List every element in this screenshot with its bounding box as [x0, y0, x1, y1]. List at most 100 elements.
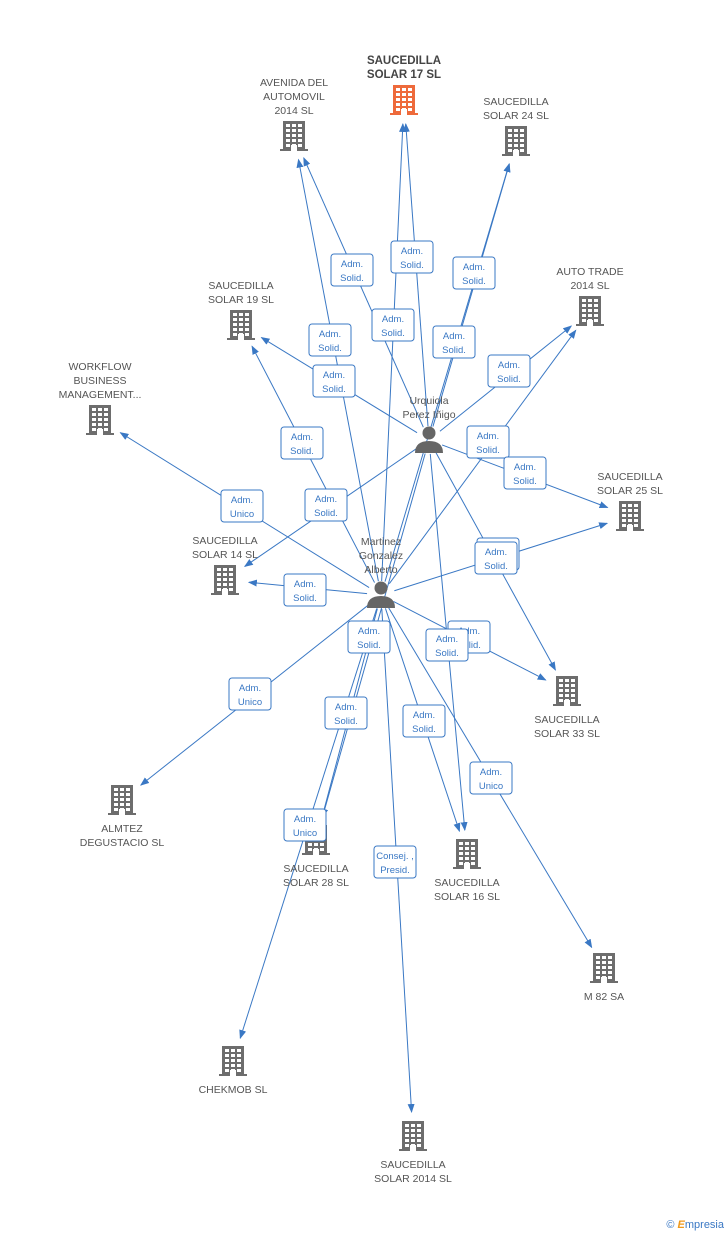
role-badge-text: Solid.: [462, 276, 486, 287]
role-badge-text: Adm.: [315, 494, 337, 505]
building-icon: [280, 121, 308, 151]
role-badge-text: Solid.: [442, 345, 466, 356]
building-icon: [502, 126, 530, 156]
node-label-line: AUTOMOVIL: [263, 91, 325, 103]
role-badge-text: Adm.: [358, 626, 380, 637]
copyright-icon: ©: [666, 1219, 675, 1231]
node-label-line: 2014 SL: [570, 280, 609, 292]
role-badge-urquiola-s16[interactable]: Adm.Solid.: [347, 620, 391, 654]
role-badge-martinez-workflow[interactable]: Adm.Unico: [220, 489, 264, 523]
role-badge-urquiola-avenida[interactable]: Adm.Solid.: [330, 253, 374, 287]
node-label-line: SOLAR 17 SL: [367, 69, 441, 81]
role-badge-martinez-chekmob[interactable]: Adm.Unico: [283, 808, 327, 842]
building-icon: [390, 85, 418, 115]
node-label-line: SAUCEDILLA: [534, 714, 599, 726]
role-badge-text: Adm.: [231, 495, 253, 506]
role-badge-text: Presid.: [380, 865, 410, 876]
building-icon: [108, 785, 136, 815]
role-badge-urquiola-autotrade[interactable]: Adm.Solid.: [487, 354, 531, 388]
role-badge-martinez-s19[interactable]: Adm. Solid.: [280, 426, 324, 460]
company-node-s24[interactable]: SAUCEDILLA SOLAR 24 SL: [483, 96, 549, 156]
role-badge-martinez-autotrade[interactable]: Adm.Solid.: [503, 456, 547, 490]
role-badge-text: Adm.: [463, 262, 485, 273]
role-badge-text: Solid.: [290, 446, 314, 457]
building-icon: [399, 1121, 427, 1151]
role-badge-martinez-s16[interactable]: Adm. Solid.: [474, 541, 518, 575]
node-label-line: SOLAR 14 SL: [192, 549, 258, 561]
role-badge-text: Solid.: [476, 445, 500, 456]
node-label-line: SAUCEDILLA: [208, 280, 273, 292]
role-badge-urquiola-s28[interactable]: Adm.Solid.: [324, 696, 368, 730]
role-badge-text: Adm.: [341, 259, 363, 270]
company-node-workflow[interactable]: WORKFLOWBUSINESSMANAGEMENT...: [59, 361, 142, 435]
building-icon: [219, 1046, 247, 1076]
role-badge-text: Adm.: [319, 329, 341, 340]
role-badge-urquiola-s25[interactable]: Adm. Solid.: [466, 425, 510, 459]
role-badge-text: Adm.: [413, 710, 435, 721]
role-badge-text: Solid.: [318, 343, 342, 354]
role-badge-urquiola-s17[interactable]: Adm.Solid.: [390, 240, 434, 274]
role-badge-martinez-s17[interactable]: Adm.Solid.: [371, 308, 415, 342]
company-node-avenida[interactable]: AVENIDA DEL AUTOMOVIL 2014 SL: [260, 77, 328, 151]
node-label-line: SAUCEDILLA: [434, 877, 499, 889]
role-badge-martinez-avenida[interactable]: Adm.Solid.: [312, 364, 356, 398]
role-badge-text: Adm.: [480, 767, 502, 778]
edge-urquiola-to-avenida: [303, 157, 424, 428]
role-badge-text: Solid.: [412, 724, 436, 735]
role-badge-text: Adm.: [335, 702, 357, 713]
person-icon: [367, 581, 395, 608]
role-badge-text: Solid.: [484, 561, 508, 572]
role-badge-text: Adm.: [514, 462, 536, 473]
role-badge-text: Solid.: [400, 260, 424, 271]
role-badge-text: Solid.: [497, 374, 521, 385]
node-label-line: SOLAR 19 SL: [208, 294, 274, 306]
node-label-line: 2014 SL: [274, 105, 313, 117]
role-badge-martinez-s33[interactable]: Adm.Solid.: [425, 628, 469, 662]
role-badge-text: Adm.: [294, 814, 316, 825]
building-icon: [453, 839, 481, 869]
node-label-line: Perez Iñigo: [402, 409, 455, 421]
node-label-line: WORKFLOW: [69, 361, 132, 373]
role-badge-text: Adm.: [458, 626, 480, 637]
role-badge-urquiola-s19[interactable]: Adm. Solid.: [308, 323, 352, 357]
role-badge-text: Solid.: [381, 328, 405, 339]
building-icon: [576, 296, 604, 326]
role-badge-martinez-s24[interactable]: Adm.Solid.: [432, 325, 476, 359]
role-badge-text: Adm.: [485, 547, 507, 558]
node-label-line: SAUCEDILLA: [483, 96, 548, 108]
brand-logo-text: mpresia: [684, 1219, 724, 1231]
role-badge-text: Adm.: [477, 431, 499, 442]
node-label-line: ALMTEZ: [101, 823, 143, 835]
role-badge-martinez-s28[interactable]: Adm. Solid.: [402, 704, 446, 738]
role-badge-text: Unico: [238, 697, 262, 708]
role-badge-urquiola-s14[interactable]: Adm.Solid.: [304, 488, 348, 522]
person-icon: [415, 426, 443, 453]
role-badge-urquiola-s24[interactable]: Adm. Solid.: [452, 256, 496, 290]
node-label-line: SOLAR 24 SL: [483, 110, 549, 122]
building-icon: [86, 405, 114, 435]
company-node-m82[interactable]: M 82 SA: [584, 953, 624, 1003]
role-badge-martinez-s14[interactable]: Adm.Solid.: [283, 573, 327, 607]
role-badge-martinez-m82[interactable]: Adm.Unico: [469, 761, 513, 795]
company-node-s19[interactable]: SAUCEDILLA SOLAR 19 SL: [208, 280, 274, 340]
role-badge-martinez-s2014[interactable]: Consej. ,Presid.: [373, 845, 417, 879]
node-label-line: AVENIDA DEL: [260, 77, 328, 89]
role-badge-text: Adm.: [291, 432, 313, 443]
building-icon: [211, 565, 239, 595]
badges-layer: Adm. Solid. Adm. Solid. Adm. Solid. Adm. Solid.…: [220, 240, 547, 879]
company-node-chekmob[interactable]: CHEKMOB SL: [199, 1046, 268, 1096]
role-badge-martinez-almtez[interactable]: Adm.Unico: [228, 677, 272, 711]
role-badge-text: Adm.: [294, 579, 316, 590]
building-icon: [616, 501, 644, 531]
